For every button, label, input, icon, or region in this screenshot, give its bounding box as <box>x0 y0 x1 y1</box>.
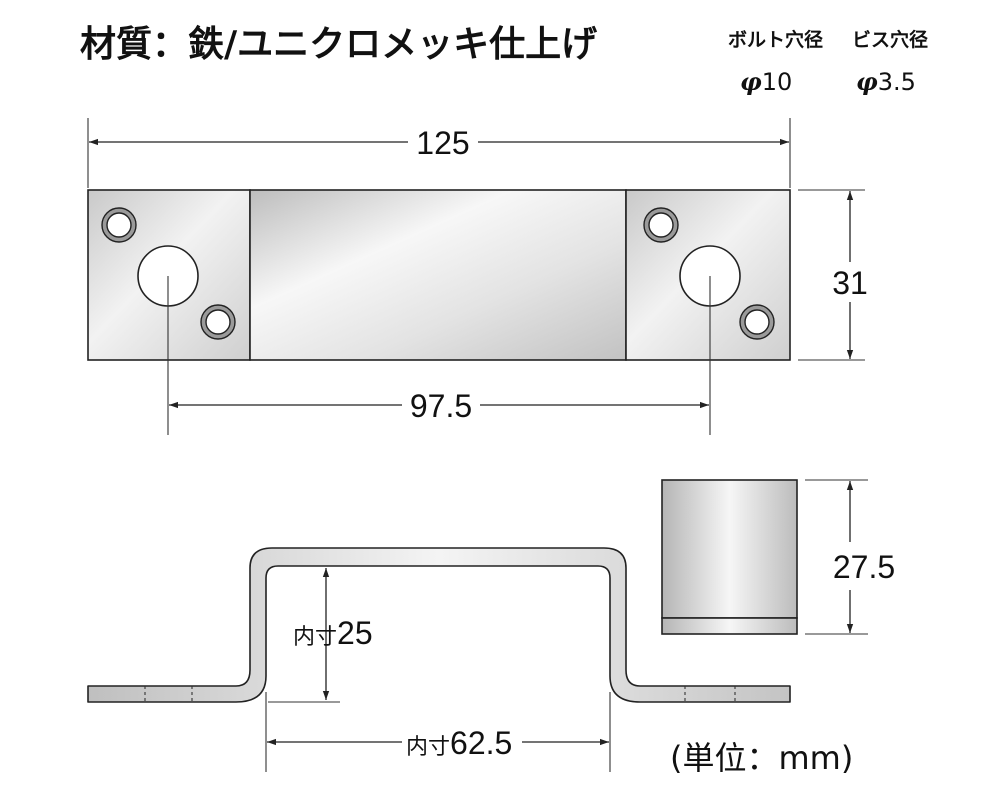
screw-hole-spec: ビス穴径 φ3.5 <box>852 28 928 96</box>
inner-height-label: 内寸 <box>293 625 337 650</box>
end-view: 27.5 <box>661 479 895 635</box>
end-view-body <box>661 479 798 619</box>
material-title: 材質：鉄/ユニクロメッキ仕上げ <box>80 24 597 65</box>
side-view: 内寸25 内寸62.5 <box>87 547 791 772</box>
inner-width-value: 62.5 <box>450 725 512 761</box>
end-view-flange <box>661 617 798 635</box>
bolt-hole-value: 10 <box>762 68 793 96</box>
inner-height-value: 25 <box>337 615 373 651</box>
height-dimension-value: 31 <box>832 265 868 301</box>
bolt-hole-label: ボルト穴径 <box>728 28 823 51</box>
right-screw-hole-upper <box>643 207 679 243</box>
left-screw-hole-lower <box>200 304 236 340</box>
screw-hole-value-text: φ3.5 <box>856 67 916 96</box>
inner-height-text: 内寸25 <box>293 615 373 651</box>
end-height-dimension-value: 27.5 <box>833 549 895 585</box>
screw-hole-value: 3.5 <box>878 68 916 96</box>
screw-hole-label: ビス穴径 <box>852 28 928 51</box>
pitch-dimension-value: 97.5 <box>410 388 472 424</box>
inner-width-text: 内寸62.5 <box>406 725 512 761</box>
bolt-hole-spec: ボルト穴径 φ10 <box>728 28 823 96</box>
top-view: 125 31 <box>87 118 868 435</box>
bolt-hole-phi: φ <box>740 67 762 96</box>
bolt-hole-value-text: φ10 <box>740 67 792 96</box>
bracket-profile <box>87 547 791 703</box>
screw-hole-phi: φ <box>856 67 878 96</box>
left-screw-hole-upper <box>101 207 137 243</box>
right-screw-hole-lower <box>739 304 775 340</box>
length-dimension-value: 125 <box>416 125 469 161</box>
unit-note: (単位：mm) <box>670 739 853 777</box>
inner-width-label: 内寸 <box>406 735 450 760</box>
center-plate <box>249 189 627 361</box>
